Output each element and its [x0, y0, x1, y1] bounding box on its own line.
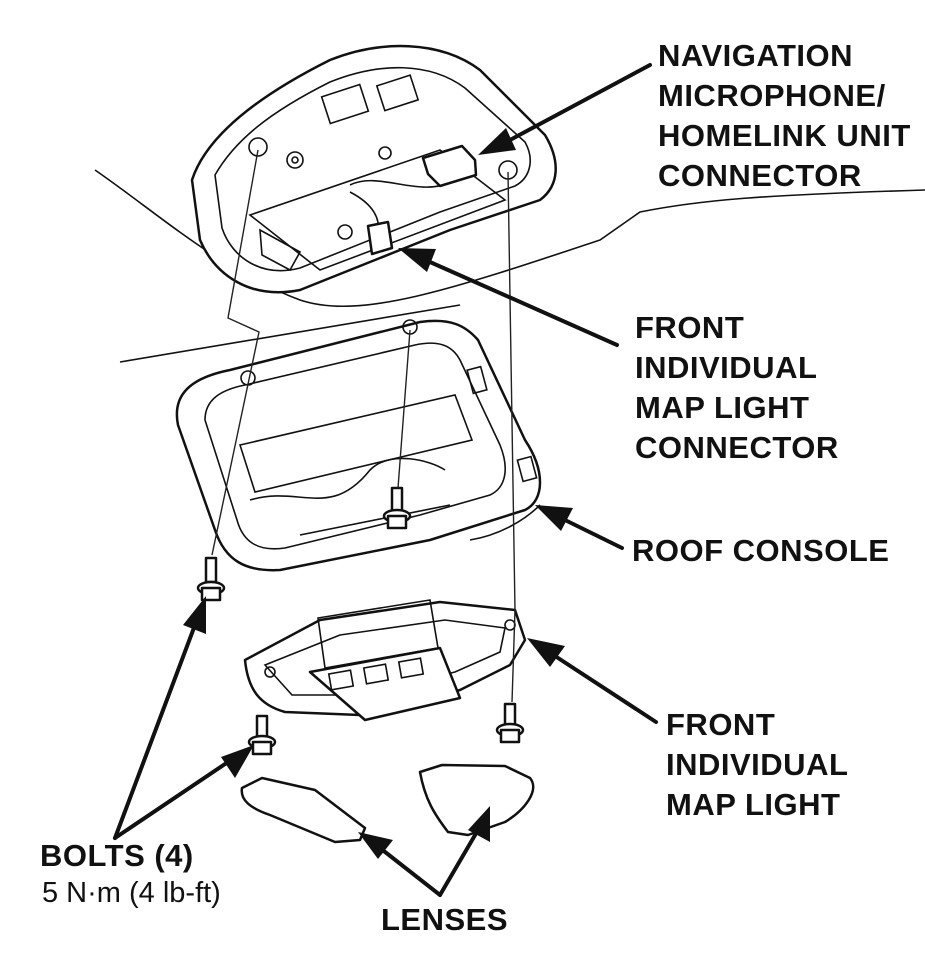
bolt-2 — [382, 486, 412, 530]
leader-lenses — [358, 806, 490, 897]
map-light-assembly — [243, 599, 527, 722]
label-map-light: FRONT INDIVIDUAL MAP LIGHT — [666, 705, 848, 825]
label-lenses: LENSES — [381, 900, 508, 940]
label-line: ROOF CONSOLE — [632, 533, 890, 568]
bolt-3 — [247, 714, 277, 756]
bolt-torque-spec: 5 N·m (4 lb-ft) — [42, 877, 221, 909]
bolt-1 — [196, 556, 226, 602]
label-line: HOMELINK UNIT — [658, 118, 911, 153]
guide-line-3 — [507, 171, 516, 703]
headliner-edge — [119, 304, 461, 363]
map-light-connector — [366, 220, 394, 256]
guide-line-1 — [211, 149, 260, 556]
label-line: FRONT — [666, 707, 776, 742]
leader-map-light — [527, 638, 658, 724]
leader-roof-console — [535, 505, 624, 550]
roof-console-part — [175, 319, 542, 572]
label-navigation-connector: NAVIGATION MICROPHONE/ HOMELINK UNIT CON… — [658, 36, 911, 196]
label-line: MAP LIGHT — [666, 787, 841, 822]
label-line: FRONT — [635, 310, 745, 345]
leader-nav-connector — [478, 63, 652, 155]
lens-left — [240, 776, 367, 844]
label-line: INDIVIDUAL — [635, 350, 818, 385]
leader-map-light-connector — [398, 248, 619, 347]
label-map-light-connector: FRONT INDIVIDUAL MAP LIGHT CONNECTOR — [635, 308, 839, 468]
label-roof-console: ROOF CONSOLE — [632, 531, 889, 571]
headliner-outline — [94, 169, 925, 308]
label-line: BOLTS (4) — [40, 838, 194, 873]
lens-right — [418, 763, 535, 837]
label-line: LENSES — [381, 902, 509, 937]
label-line: CONNECTOR — [635, 430, 839, 465]
label-line: CONNECTOR — [658, 158, 862, 193]
homelink-connector — [421, 144, 478, 188]
label-line: NAVIGATION — [658, 38, 854, 73]
leader-bolts — [113, 596, 254, 840]
label-bolts: BOLTS (4) — [40, 836, 194, 876]
label-line: MICROPHONE/ — [658, 78, 886, 113]
label-line: MAP LIGHT — [635, 390, 810, 425]
bolt-4 — [495, 702, 525, 744]
guide-line-2 — [397, 329, 411, 489]
label-line: INDIVIDUAL — [666, 747, 849, 782]
console-mounting-base — [190, 44, 557, 294]
